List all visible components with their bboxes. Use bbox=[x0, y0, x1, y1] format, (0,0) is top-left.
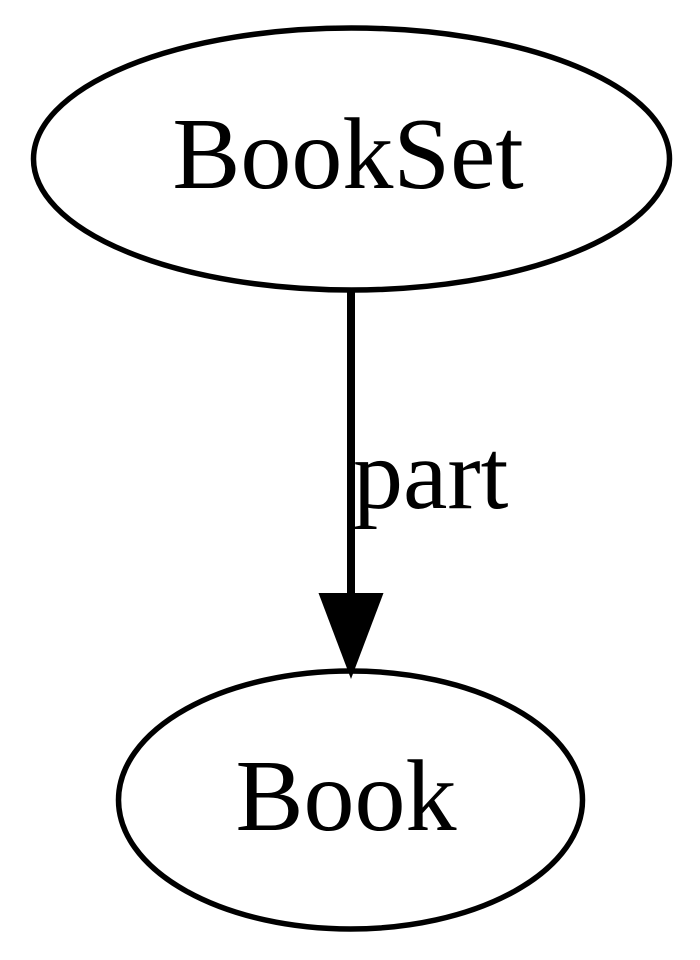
edge-label: part bbox=[353, 419, 509, 530]
node-book-label: Book bbox=[235, 740, 456, 853]
node-bookset: BookSet bbox=[30, 25, 673, 293]
arrowhead-icon bbox=[318, 593, 384, 679]
node-book: Book bbox=[115, 668, 586, 932]
edge-bookset-book: part bbox=[318, 288, 509, 679]
node-bookset-label: BookSet bbox=[172, 98, 523, 211]
